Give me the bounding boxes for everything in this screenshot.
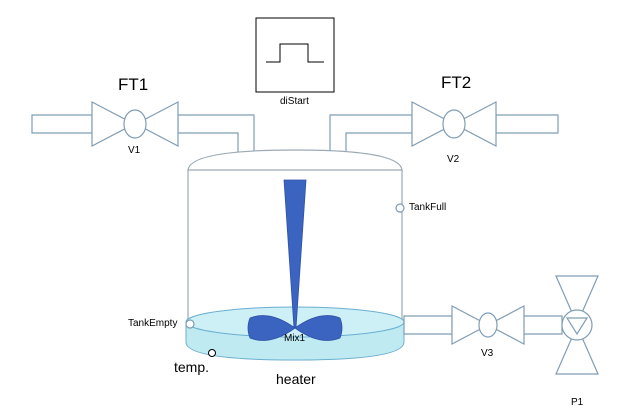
ft2-label: FT2	[441, 73, 472, 92]
valve-v1[interactable]	[91, 101, 179, 147]
tank-lid	[187, 149, 403, 171]
tankfull-sensor[interactable]	[395, 203, 405, 213]
heater-label: heater	[276, 371, 316, 387]
tankempty-label: TankEmpty	[128, 318, 178, 329]
temp-label: temp.	[174, 359, 210, 375]
tank-body	[187, 170, 403, 346]
temp-sensor[interactable]	[208, 349, 216, 357]
p1-label: P1	[571, 397, 584, 408]
ft1-label: FT1	[118, 75, 149, 94]
distart-label: diStart	[280, 96, 309, 107]
distart-button[interactable]	[255, 17, 335, 93]
v1-label: V1	[128, 145, 141, 156]
v2-label: V2	[447, 154, 460, 165]
valve-v3[interactable]	[451, 305, 525, 345]
mixer-mix1[interactable]	[247, 179, 343, 341]
mix1-label: Mix1	[284, 333, 306, 344]
valve-v2[interactable]	[411, 101, 497, 147]
v3-label: V3	[481, 348, 494, 359]
tankempty-sensor[interactable]	[185, 319, 195, 329]
pump-p1[interactable]	[555, 275, 599, 375]
tankfull-label: TankFull	[409, 202, 447, 213]
